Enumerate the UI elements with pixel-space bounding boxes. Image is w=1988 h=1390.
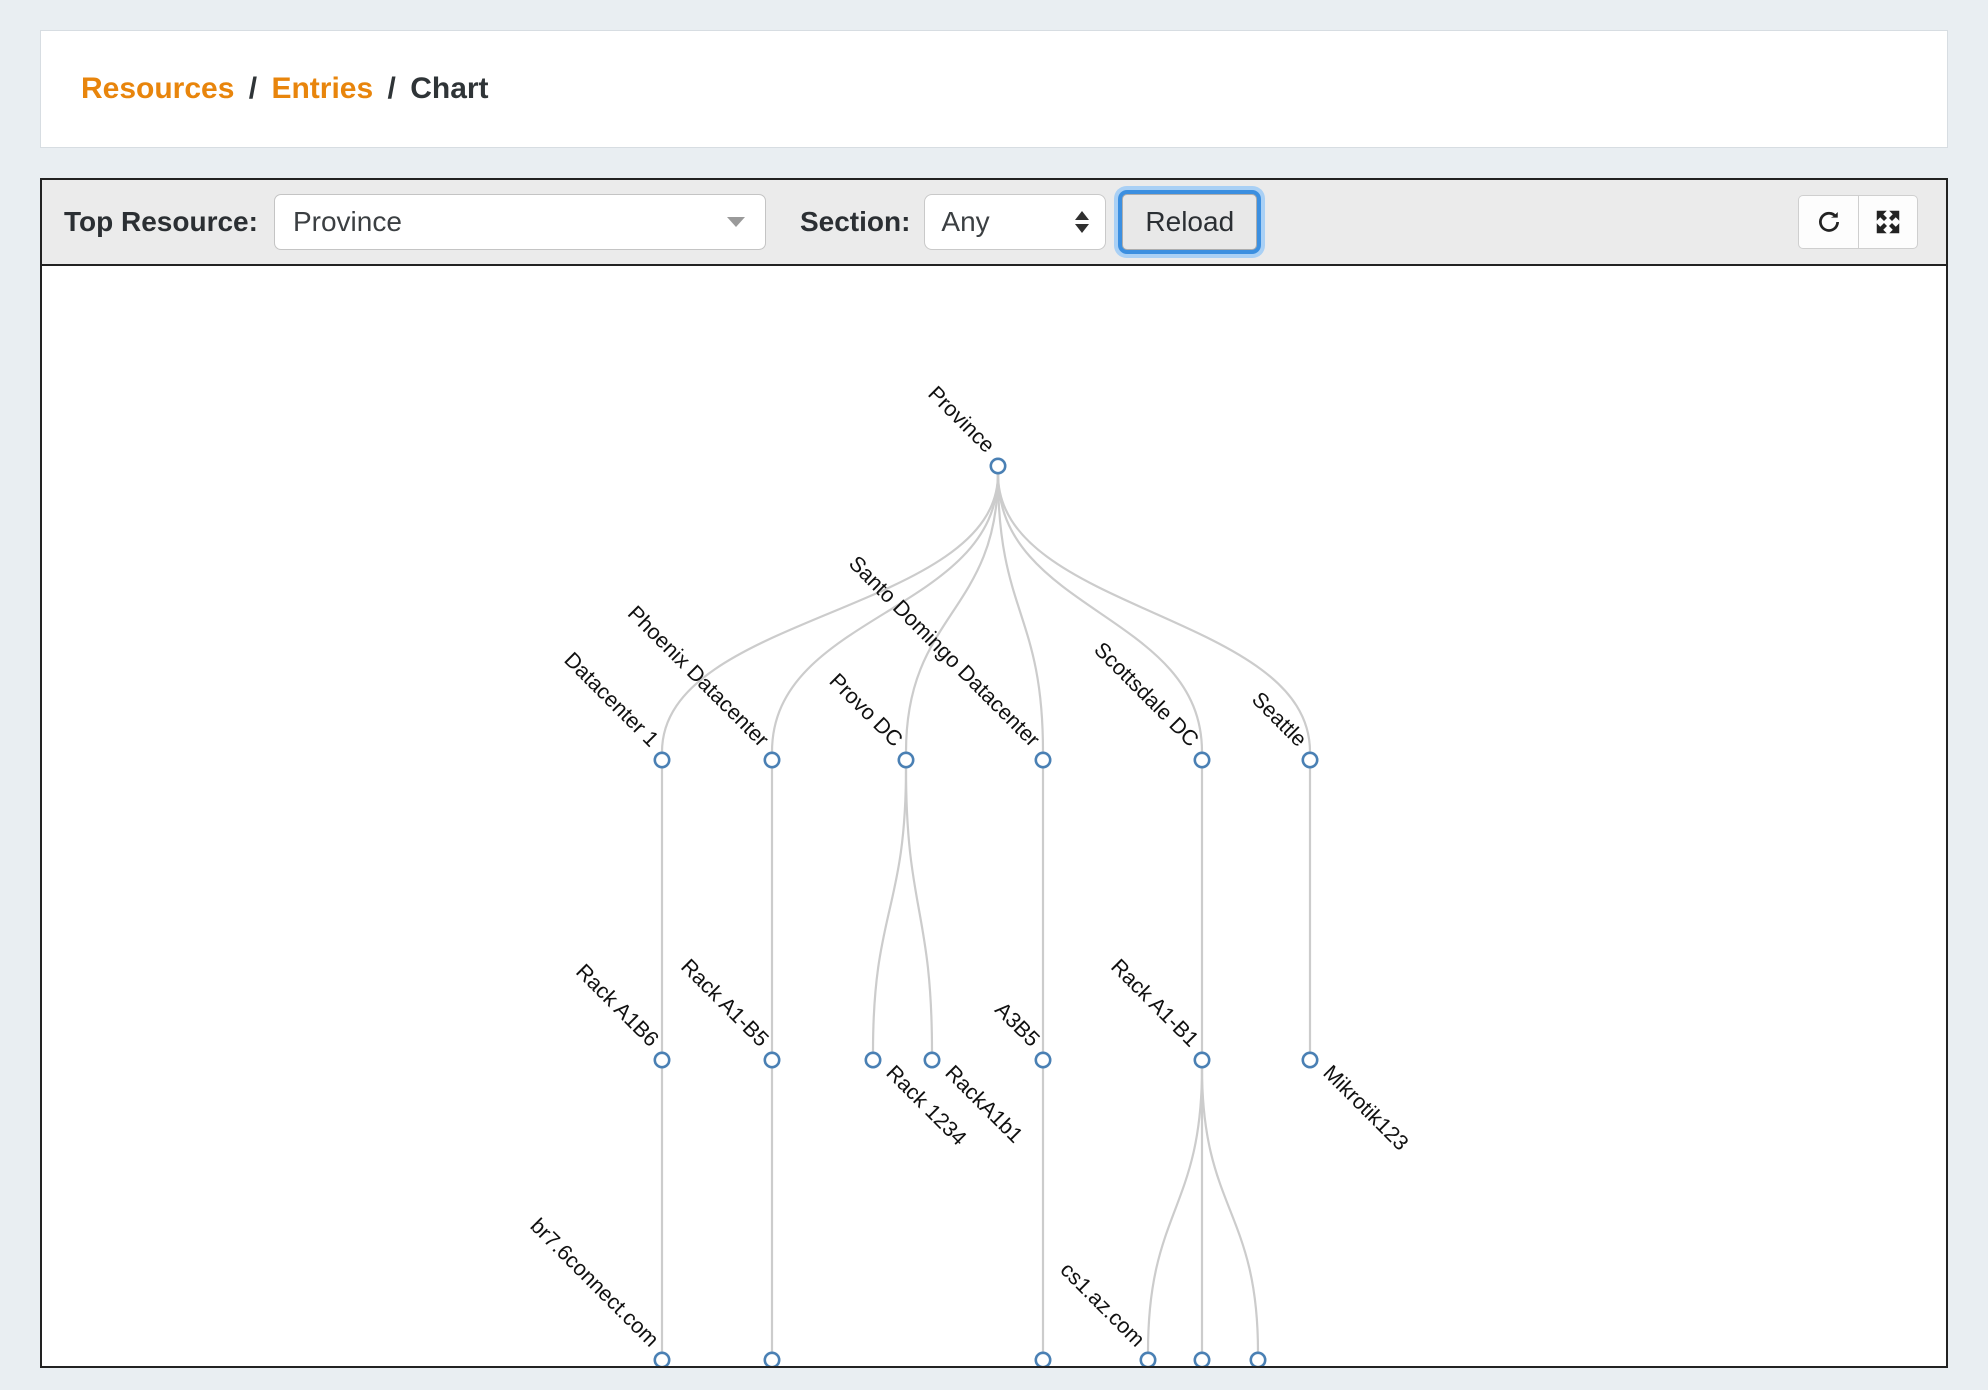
fullscreen-button[interactable]	[1858, 195, 1918, 249]
refresh-icon	[1818, 211, 1839, 232]
tree-node[interactable]: br7.6connect.com	[526, 1214, 671, 1366]
section-label: Section:	[799, 206, 911, 237]
tree-node-circle[interactable]	[653, 1351, 671, 1366]
tree-node-label: Rack A1B6	[571, 959, 663, 1051]
breadcrumb: Resources / Entries / Chart	[81, 72, 489, 106]
tree-node-circle[interactable]	[653, 1051, 671, 1069]
tree-node-label: Datacenter 1	[559, 648, 663, 752]
tree-link	[996, 473, 1204, 753]
tree-node-circle[interactable]	[1249, 1351, 1267, 1366]
tree-node-circle[interactable]	[1301, 751, 1319, 769]
tree-node-label: cs1.az.com	[1056, 1258, 1150, 1352]
stepper-updown-icon	[1075, 211, 1090, 233]
breadcrumb-item-resources[interactable]: Resources	[81, 72, 235, 105]
tree-link	[904, 767, 934, 1053]
tree-link	[660, 473, 1000, 753]
tree-node-label: Rack A1-B1	[1106, 954, 1203, 1051]
toolbar-controls: Top Resource: Province Section: Any Relo…	[64, 180, 1258, 264]
chart-toolbar: Top Resource: Province Section: Any Relo…	[42, 180, 1946, 266]
tree-node[interactable]: Provo DC	[825, 669, 915, 769]
chevron-down-icon	[726, 217, 745, 227]
tree-node-label: A3B5	[990, 997, 1044, 1051]
tree-node[interactable]	[763, 1351, 781, 1366]
tree-node-circle[interactable]	[653, 751, 671, 769]
tree-node[interactable]: Mikrotik123	[1301, 1051, 1413, 1156]
tree-node-circle[interactable]	[1034, 1351, 1052, 1366]
stepper-down-icon	[1075, 224, 1090, 233]
breadcrumb-separator-1: /	[248, 72, 258, 105]
tree-link	[871, 767, 908, 1053]
tree-node[interactable]: Datacenter 1	[559, 648, 671, 769]
tree-node-circle[interactable]	[864, 1051, 882, 1069]
top-resource-label: Top Resource:	[64, 206, 258, 237]
breadcrumb-item-entries[interactable]: Entries	[271, 72, 374, 105]
section-select[interactable]: Any	[924, 194, 1107, 250]
tree-node-label: br7.6connect.com	[526, 1214, 664, 1352]
tree-node[interactable]: Province	[923, 381, 1007, 475]
tree-node-label: Mikrotik123	[1318, 1061, 1413, 1156]
stepper-up-icon	[1075, 211, 1090, 220]
tree-node-circle[interactable]	[989, 457, 1007, 475]
tree-node[interactable]: A3B5	[990, 997, 1052, 1069]
tree-node-circle[interactable]	[897, 751, 915, 769]
tree-node-label: Province	[923, 381, 999, 457]
tree-links	[660, 473, 1312, 1353]
tree-node-label: Provo DC	[825, 669, 908, 752]
tree-node[interactable]: Rack A1B6	[571, 959, 671, 1069]
tree-link	[904, 473, 1000, 753]
tree-node[interactable]: Rack A1-B5	[676, 954, 781, 1069]
tree-node-circle[interactable]	[763, 1351, 781, 1366]
tree-node-circle[interactable]	[1193, 1051, 1211, 1069]
section-value: Any	[941, 206, 990, 237]
tree-node-circle[interactable]	[763, 1051, 781, 1069]
top-resource-select[interactable]: Province	[273, 194, 766, 250]
fullscreen-icon	[1876, 210, 1900, 234]
tree-node[interactable]	[1193, 1351, 1211, 1366]
reload-button[interactable]: Reload	[1122, 194, 1258, 250]
tree-node[interactable]	[1034, 1351, 1052, 1366]
breadcrumb-card: Resources / Entries / Chart	[40, 30, 1948, 148]
refresh-button[interactable]	[1798, 195, 1858, 249]
toolbar-icon-buttons	[1798, 195, 1918, 249]
chart-panel: Top Resource: Province Section: Any Relo…	[40, 178, 1948, 1368]
tree-node-label: Seattle	[1247, 687, 1311, 751]
tree-node-circle[interactable]	[1301, 1051, 1319, 1069]
tree-node[interactable]	[1249, 1351, 1267, 1366]
tree-node-circle[interactable]	[763, 751, 781, 769]
tree-node-circle[interactable]	[1034, 751, 1052, 769]
tree-link	[1200, 1067, 1260, 1353]
tree-link	[996, 473, 1045, 753]
top-resource-value: Province	[292, 206, 402, 237]
tree-node-circle[interactable]	[1193, 751, 1211, 769]
tree-node-label: Scottsdale DC	[1089, 637, 1203, 751]
tree-link	[996, 473, 1312, 753]
tree-node-circle[interactable]	[923, 1051, 941, 1069]
tree-link	[1146, 1067, 1204, 1353]
tree-node-circle[interactable]	[1034, 1051, 1052, 1069]
tree-node-circle[interactable]	[1193, 1351, 1211, 1366]
tree-node-circle[interactable]	[1139, 1351, 1157, 1366]
breadcrumb-item-chart: Chart	[410, 72, 489, 105]
breadcrumb-separator-2: /	[387, 72, 396, 105]
tree-node[interactable]: cs1.az.com	[1056, 1258, 1157, 1366]
tree-node-label: Rack A1-B5	[676, 954, 773, 1051]
tree-node[interactable]: Rack A1-B1	[1106, 954, 1211, 1069]
tree-link	[770, 473, 1000, 753]
